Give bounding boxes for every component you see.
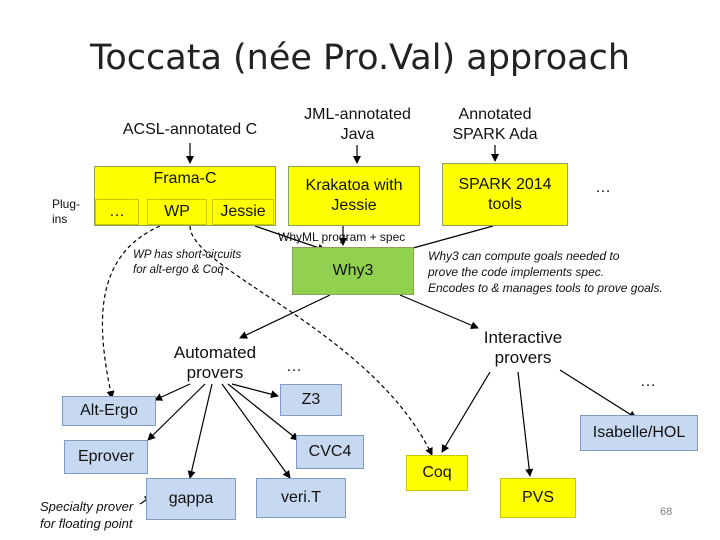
input-jml: JML-annotated Java (285, 105, 430, 145)
edge-automated-gappa (187, 383, 213, 479)
verit-box: veri.T (256, 478, 346, 518)
input-jml-line1: JML-annotated (304, 106, 411, 123)
why3-box: Why3 (292, 247, 414, 295)
whyml-label: WhyML program + spec (278, 230, 406, 244)
wp-note-line2: for alt-ergo & Coq (133, 264, 224, 276)
edge-interactive-pvs (517, 371, 534, 477)
interactive-provers-label: Interactive provers (468, 328, 578, 368)
edge-interactive-isabelle (559, 369, 637, 419)
krakatoa-line1: Krakatoa with (305, 177, 403, 194)
framac-label: Frama-C (153, 170, 217, 187)
eprover-box: Eprover (64, 440, 148, 474)
page-title: Toccata (née Pro.Val) approach (89, 38, 631, 78)
jessie-plugin: Jessie (212, 199, 274, 225)
interactive-line1: Interactive (483, 328, 563, 347)
cvc4-box: CVC4 (296, 435, 364, 469)
alt-ergo-box: Alt-Ergo (62, 396, 156, 426)
edge-automated-altergo (154, 383, 191, 401)
edge-interactive-coq (441, 371, 491, 453)
pvs-box: PVS (500, 478, 576, 518)
z3-box: Z3 (280, 384, 342, 416)
specialty-line1: Specialty prover (40, 499, 134, 514)
edge-jessie-why3 (254, 225, 326, 252)
isabelle-box: Isabelle/HOL (580, 415, 698, 451)
plugins-label: Plug- ins (52, 197, 80, 227)
edge-automated-eprover (147, 383, 206, 441)
specialty-line2: for floating point (40, 516, 133, 531)
input-spark-line1: Annotated (458, 106, 532, 123)
gappa-box: gappa (146, 478, 236, 520)
spark-tools-line1: SPARK 2014 (458, 175, 552, 193)
coq-box: Coq (406, 455, 468, 491)
wp-plugin: WP (147, 199, 207, 225)
edge-why3-automated (239, 294, 331, 339)
input-jml-line2: Java (340, 126, 375, 143)
automated-provers-label: Automated provers (160, 343, 270, 383)
edge-why3-interactive (399, 294, 479, 329)
page-number: 68 (660, 506, 673, 518)
interactive-more: … (640, 373, 656, 390)
why3-note-line1: Why3 can compute goals needed to (428, 249, 620, 263)
wp-note-line1: WP has short-circuits (133, 249, 242, 261)
automated-more: … (286, 358, 302, 375)
plugins-label-line2: ins (52, 212, 68, 226)
edge-wp-coq-dashed (189, 225, 433, 456)
plugins-label-line1: Plug- (52, 197, 81, 211)
automated-line2: provers (186, 363, 244, 382)
automated-line1: Automated (173, 343, 257, 362)
interactive-line2: provers (494, 348, 552, 367)
edge-automated-z3 (231, 383, 279, 399)
spark-tools-line2: tools (488, 195, 522, 213)
krakatoa-box: Krakatoa with Jessie (288, 166, 420, 226)
input-acsl: ACSL-annotated C (122, 121, 258, 138)
edge-automated-cvc4 (227, 383, 299, 441)
edge-wp-altergo-dashed (101, 225, 161, 399)
wp-note: WP has short-circuits for alt-ergo & Coq (133, 248, 241, 278)
why3-note: Why3 can compute goals needed to prove t… (428, 248, 663, 296)
why3-note-line2: prove the code implements spec. (428, 265, 605, 279)
input-spark: Annotated SPARK Ada (440, 105, 550, 145)
input-spark-line2: SPARK Ada (452, 126, 538, 143)
spark-tools-box: SPARK 2014 tools (442, 163, 568, 226)
edge-automated-verit (221, 383, 291, 479)
krakatoa-line2: Jessie (331, 197, 377, 214)
why3-note-line3: Encodes to & manages tools to prove goal… (428, 281, 663, 295)
frontends-more: … (595, 179, 611, 196)
specialty-note: Specialty prover for floating point (40, 498, 133, 532)
plugin-more: … (95, 199, 139, 225)
